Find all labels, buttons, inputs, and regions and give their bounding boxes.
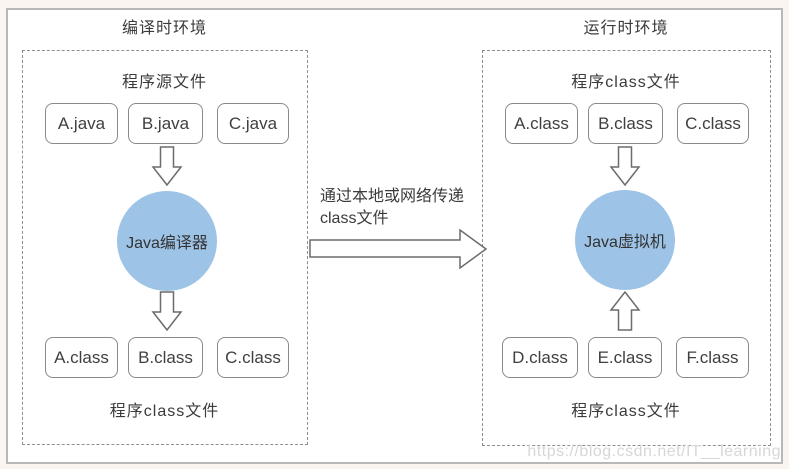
source-files-label: 程序源文件 xyxy=(121,74,207,91)
down-arrow-icon xyxy=(151,291,183,331)
transfer-label: 通过本地或网络传递 class文件 xyxy=(320,186,495,230)
java-vm-circle: Java虚拟机 xyxy=(575,190,675,290)
java-compiler-circle: Java编译器 xyxy=(117,191,217,291)
transfer-label-line1: 通过本地或网络传递 xyxy=(320,188,465,205)
class-files-label-left: 程序class文件 xyxy=(109,403,220,420)
file-box-c-class-left: C.class xyxy=(217,337,289,378)
file-box-b-java: B.java xyxy=(128,103,203,144)
down-arrow-icon xyxy=(609,146,641,186)
transfer-label-line2: class文件 xyxy=(320,210,389,227)
class-files-label-right-top: 程序class文件 xyxy=(571,74,681,91)
up-arrow-icon xyxy=(609,291,641,331)
file-box-d-class: D.class xyxy=(502,337,578,378)
file-box-f-class: F.class xyxy=(676,337,749,378)
file-box-a-class-left: A.class xyxy=(45,337,118,378)
file-box-e-class: E.class xyxy=(588,337,662,378)
file-box-a-java: A.java xyxy=(45,103,118,144)
runtime-env-title: 运行时环境 xyxy=(583,20,669,37)
compile-env-title: 编译时环境 xyxy=(121,20,207,37)
file-box-c-class-right: C.class xyxy=(677,103,749,144)
file-box-c-java: C.java xyxy=(217,103,289,144)
down-arrow-icon xyxy=(151,146,183,186)
class-files-label-right-bottom: 程序class文件 xyxy=(571,403,681,420)
watermark-text: https://blog.csdn.net/IT__learning xyxy=(527,443,781,460)
right-arrow-icon xyxy=(309,229,488,269)
file-box-b-class-left: B.class xyxy=(128,337,203,378)
file-box-b-class-right: B.class xyxy=(588,103,663,144)
file-box-a-class-right: A.class xyxy=(505,103,578,144)
